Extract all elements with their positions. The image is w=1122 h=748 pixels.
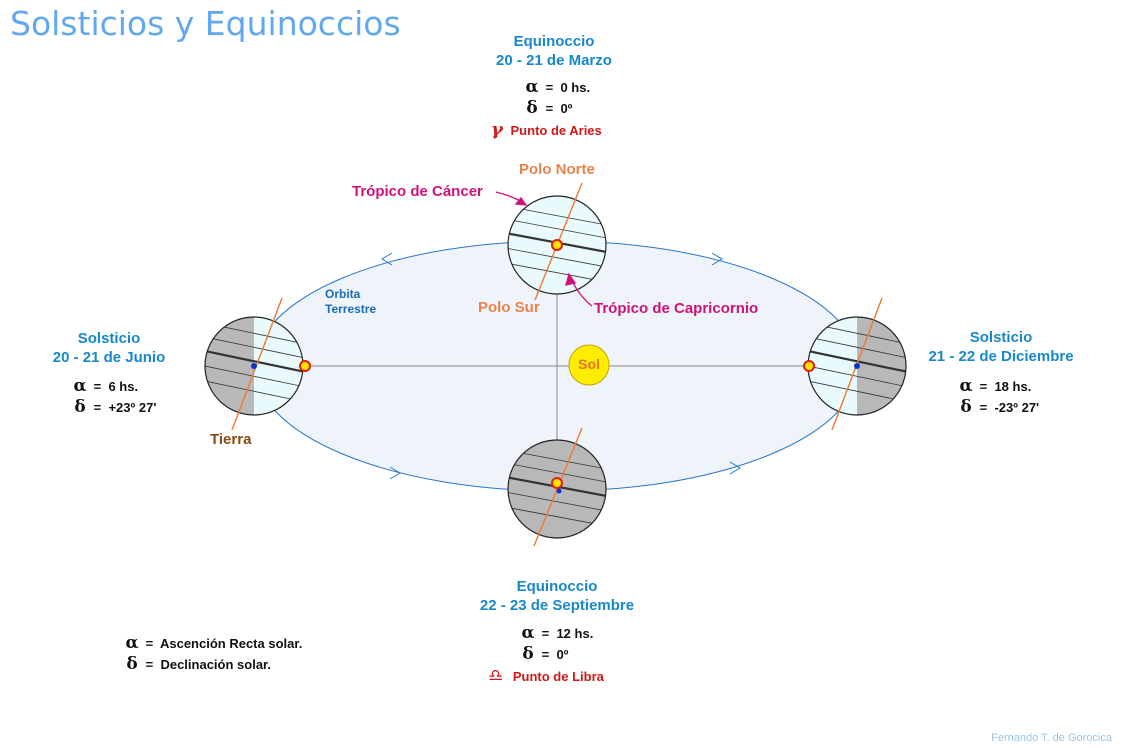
libra-point: ♎ Punto de Libra [488, 666, 604, 686]
september-equinox-name: Equinoccio [516, 578, 598, 595]
december-solstice-label: Solsticio 21 - 22 de Diciembre [928, 328, 1073, 366]
september-equinox-date: 22 - 23 de Septiembre [479, 597, 635, 614]
tropico-cancer-label: Trópico de Cáncer [352, 183, 483, 200]
sun-label: Sol [578, 356, 600, 372]
september-values: α = 12 hs. δ = 0º [521, 623, 594, 664]
march-alpha-value: 0 hs. [560, 80, 591, 95]
libra-label: Punto de Libra [512, 669, 604, 684]
tierra-label: Tierra [210, 431, 252, 448]
earth-june [204, 297, 311, 431]
june-alpha-value: 6 hs. [108, 379, 139, 394]
december-solstice-name: Solsticio [969, 329, 1033, 346]
september-equinox-label: Equinoccio 22 - 23 de Septiembre [480, 577, 634, 615]
tropico-capricornio-label: Trópico de Capricornio [594, 300, 759, 317]
alpha-symbol: α [525, 77, 539, 97]
march-equinox-name: Equinoccio [513, 33, 595, 50]
aries-label: Punto de Aries [510, 123, 602, 138]
polo-sur-label: Polo Sur [478, 299, 540, 316]
december-values: α = 18 hs. δ = -23º 27' [959, 376, 1040, 417]
june-solstice-label: Solsticio 20 - 21 de Junio [53, 329, 166, 367]
delta-symbol: δ [526, 98, 538, 118]
march-values: α = 0 hs. δ = 0º [522, 77, 590, 119]
june-values: α = 6 hs. δ = +23º 27' [73, 376, 157, 417]
legend: α = Ascención Recta solar. δ = Declinaci… [125, 633, 303, 674]
earth-march [507, 182, 607, 301]
december-alpha-value: 18 hs. [994, 379, 1032, 394]
march-equinox-label: Equinoccio 20 - 21 de Marzo [496, 32, 612, 70]
december-delta-value: -23º 27' [994, 400, 1040, 415]
orbit-label: Orbita Terrestre [325, 287, 377, 316]
june-delta-value: +23º 27' [108, 400, 157, 415]
sun [568, 344, 610, 386]
june-solstice-date: 20 - 21 de Junio [52, 349, 166, 366]
december-solstice-date: 21 - 22 de Diciembre [928, 348, 1074, 365]
page-title: Solsticios y Equinoccios [10, 4, 401, 43]
libra-icon: ♎ [488, 666, 504, 686]
september-alpha-value: 12 hs. [556, 626, 594, 641]
march-delta-value: 0º [560, 101, 573, 116]
legend-delta-text: Declinación solar. [160, 657, 271, 672]
tropic-pointers [495, 191, 593, 307]
credit: Fernando T. de Gorocica [991, 732, 1112, 744]
march-equinox-date: 20 - 21 de Marzo [496, 52, 612, 69]
september-delta-value: 0º [556, 647, 569, 662]
june-solstice-name: Solsticio [77, 330, 141, 347]
aries-point: γ Punto de Aries [491, 119, 602, 140]
earth-september [507, 427, 607, 547]
aries-icon: γ [491, 119, 503, 140]
orbit-arrows [381, 252, 741, 480]
polo-norte-label: Polo Norte [519, 161, 595, 178]
legend-alpha-text: Ascención Recta solar. [159, 636, 303, 651]
